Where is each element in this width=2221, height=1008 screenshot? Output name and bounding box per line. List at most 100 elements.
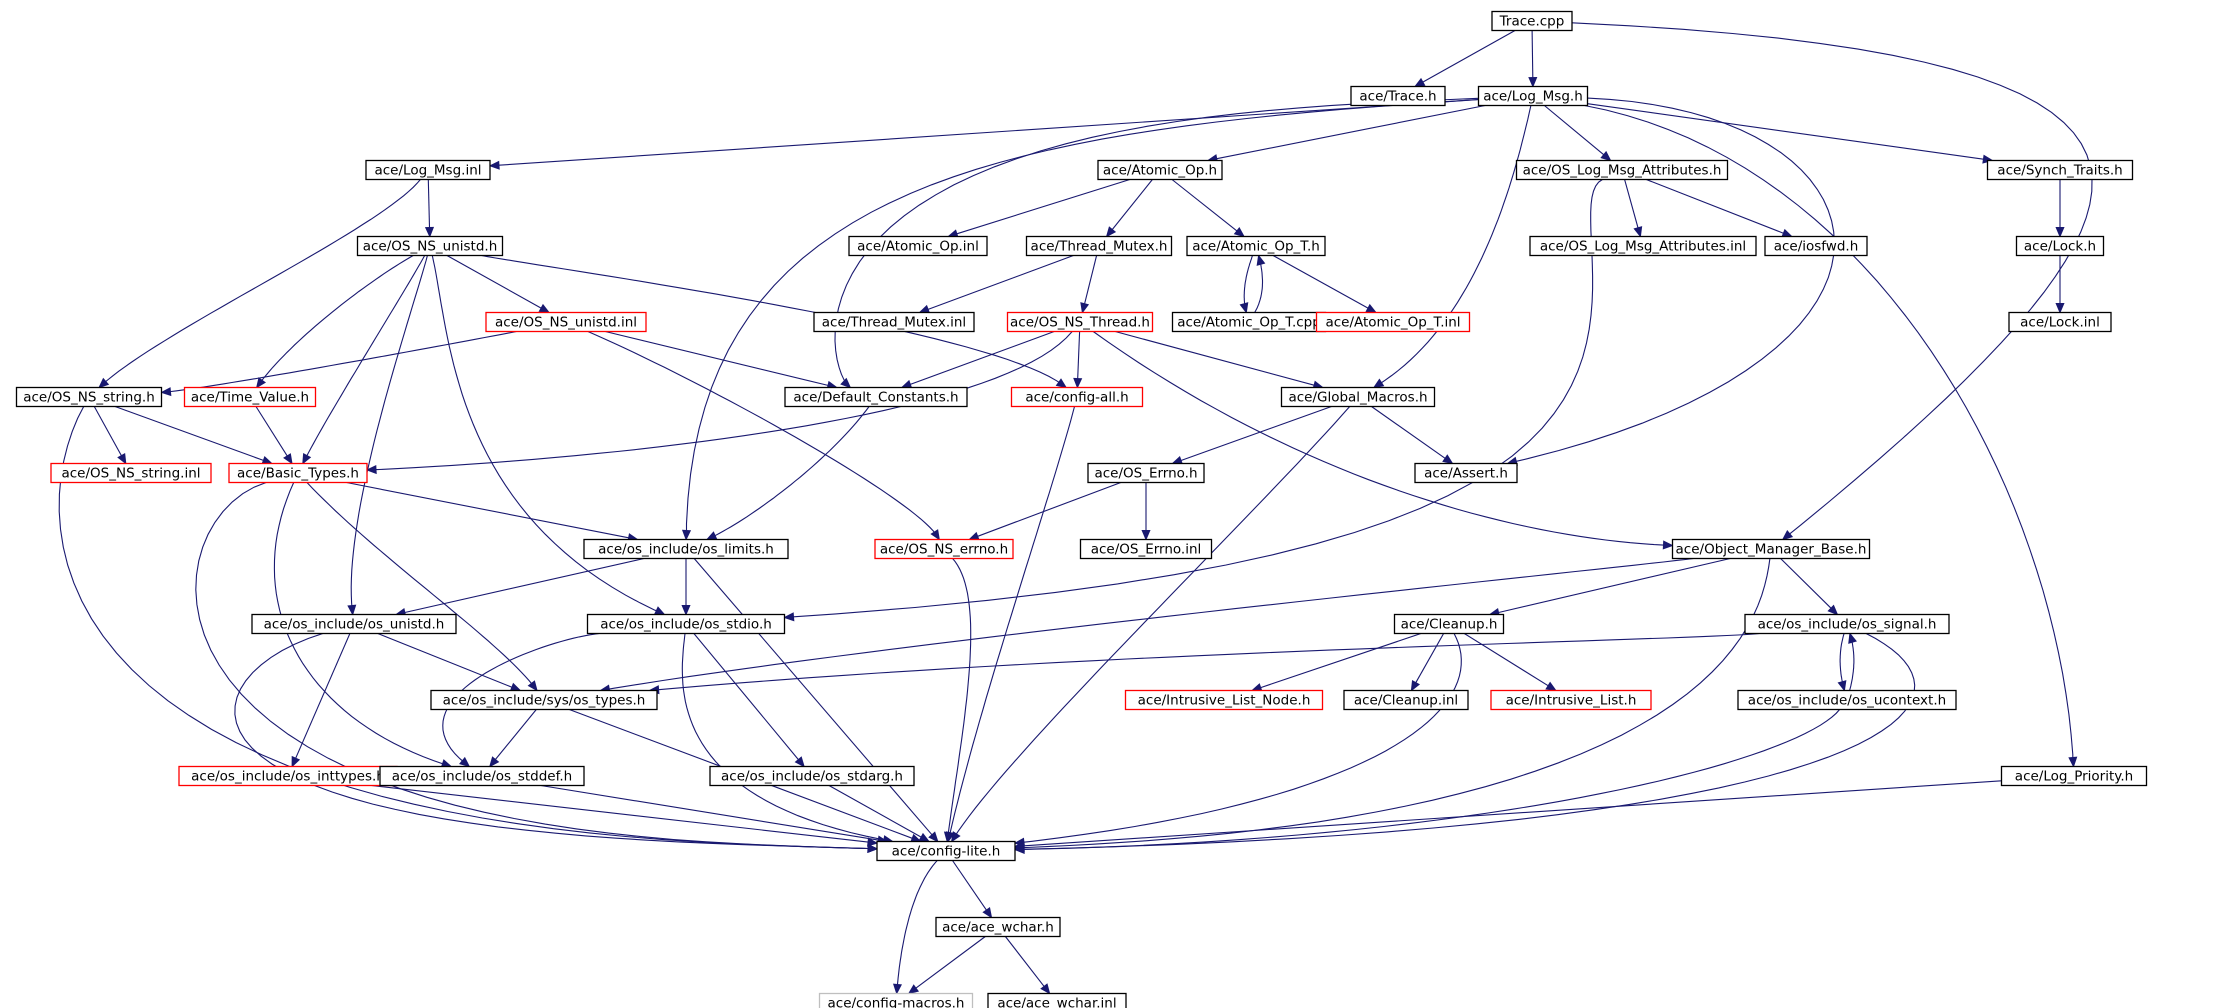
node-ace_wchar_h[interactable]: ace/ace_wchar.h — [935, 916, 1061, 938]
edge-os_stdio_h-to-os_stdarg_h — [693, 633, 805, 768]
edge-log_msg_h-to-log_priority_h — [1584, 104, 2078, 768]
edge-line — [371, 784, 869, 843]
edge-os_ns_string_h-to-os_ns_string_inl — [93, 406, 127, 465]
edge-line — [58, 406, 869, 850]
edge-line — [101, 179, 421, 386]
node-lock_h[interactable]: ace/Lock.h — [2015, 235, 2105, 257]
node-os_ns_thread_h[interactable]: ace/OS_NS_Thread.h — [1006, 311, 1154, 333]
node-label: ace/config-macros.h — [828, 996, 965, 1008]
node-os_stdio_h[interactable]: ace/os_include/os_stdio.h — [586, 613, 786, 635]
node-config_lite_h[interactable]: ace/config-lite.h — [876, 840, 1016, 862]
arrowhead — [840, 377, 852, 389]
edge-line — [1115, 330, 1315, 386]
node-os_ns_string_h[interactable]: ace/OS_NS_string.h — [15, 386, 163, 408]
node-os_log_msg_attr_h[interactable]: ace/OS_Log_Msg_Attributes.h — [1515, 159, 1729, 181]
node-os_ns_unistd_inl[interactable]: ace/OS_NS_unistd.inl — [485, 311, 647, 333]
arrowhead — [2055, 303, 2065, 314]
edge-os_ns_unistd_inl-to-default_constants_h — [605, 330, 838, 390]
node-log_msg_h[interactable]: ace/Log_Msg.h — [1477, 85, 1589, 107]
node-atomic_op_t_h[interactable]: ace/Atomic_Op_T.h — [1186, 235, 1326, 257]
node-label: ace/Thread_Mutex.inl — [822, 315, 966, 331]
edge-atomic_op_h-to-atomic_op_t_h — [1171, 179, 1246, 238]
node-os_stdarg_h[interactable]: ace/os_include/os_stdarg.h — [709, 765, 915, 787]
edge-os_ns_thread_h-to-config_all_h — [1073, 331, 1083, 389]
edge-line — [93, 406, 122, 456]
node-ace_wchar_inl[interactable]: ace/ace_wchar.inl — [987, 992, 1127, 1008]
arrowhead — [1410, 679, 1421, 692]
node-global_macros_h[interactable]: ace/Global_Macros.h — [1280, 386, 1436, 408]
node-os_unistd_h[interactable]: ace/os_include/os_unistd.h — [251, 613, 457, 635]
node-box — [1764, 235, 1868, 257]
node-basic_types_h[interactable]: ace/Basic_Types.h — [228, 462, 368, 484]
node-atomic_op_inl[interactable]: ace/Atomic_Op.inl — [848, 235, 988, 257]
edge-os_ns_unistd_h-to-time_value_h — [255, 255, 414, 389]
arrowhead — [1073, 377, 1083, 389]
node-config_all_h[interactable]: ace/config-all.h — [1010, 386, 1144, 408]
node-box — [379, 765, 585, 787]
edges-layer — [58, 22, 2093, 995]
edge-os_types_h-to-os_stddef_h — [488, 709, 537, 768]
arrowhead — [283, 453, 293, 465]
node-box — [874, 538, 1014, 560]
node-os_types_h[interactable]: ace/os_include/sys/os_types.h — [430, 689, 658, 711]
node-os_inttypes_h[interactable]: ace/os_include/os_inttypes.h — [178, 765, 398, 787]
node-default_constants_h[interactable]: ace/Default_Constants.h — [784, 386, 968, 408]
edge-line — [1646, 178, 1784, 234]
node-os_errno_h[interactable]: ace/OS_Errno.h — [1087, 462, 1205, 484]
edge-line — [1584, 104, 2074, 758]
node-os_ns_errno_h[interactable]: ace/OS_NS_errno.h — [874, 538, 1014, 560]
edge-line — [956, 178, 1130, 235]
node-cleanup_h[interactable]: ace/Cleanup.h — [1393, 613, 1505, 635]
arrowhead — [459, 756, 471, 768]
edge-atomic_op_h-to-atomic_op_inl — [947, 178, 1130, 238]
node-assert_h[interactable]: ace/Assert.h — [1414, 462, 1518, 484]
edge-os_ns_string_h-to-basic_types_h — [114, 405, 274, 465]
edge-cleanup_h-to-intrusive_list_h — [1464, 633, 1557, 692]
node-thread_mutex_inl[interactable]: ace/Thread_Mutex.inl — [813, 311, 975, 333]
node-atomic_op_t_inl[interactable]: ace/Atomic_Op_T.inl — [1315, 311, 1471, 333]
node-atomic_op_h[interactable]: ace/Atomic_Op.h — [1097, 159, 1223, 181]
edge-line — [1077, 331, 1081, 379]
edge-line — [1377, 105, 1532, 386]
arrowhead — [2055, 227, 2065, 238]
node-log_priority_h[interactable]: ace/Log_Priority.h — [2000, 765, 2148, 787]
edge-line — [658, 632, 1760, 691]
node-box — [1343, 689, 1469, 711]
edge-line — [693, 558, 933, 836]
node-intrusive_list_node_h[interactable]: ace/Intrusive_List_Node.h — [1124, 689, 1324, 711]
node-lock_inl[interactable]: ace/Lock.inl — [2008, 311, 2112, 333]
node-thread_mutex_h[interactable]: ace/Thread_Mutex.h — [1025, 235, 1173, 257]
edge-os_log_msg_attr_h-to-os_log_msg_attr_inl — [1624, 179, 1643, 238]
edge-line — [915, 936, 986, 989]
node-os_stddef_h[interactable]: ace/os_include/os_stddef.h — [379, 765, 585, 787]
node-intrusive_list_h[interactable]: ace/Intrusive_List.h — [1490, 689, 1652, 711]
node-synch_traits_h[interactable]: ace/Synch_Traits.h — [1986, 159, 2134, 181]
node-iosfwd_h[interactable]: ace/iosfwd.h — [1764, 235, 1868, 257]
node-log_msg_inl[interactable]: ace/Log_Msg.inl — [365, 159, 491, 181]
node-os_signal_h[interactable]: ace/os_include/os_signal.h — [1744, 613, 1950, 635]
node-os_ns_unistd_h[interactable]: ace/OS_NS_unistd.h — [356, 235, 504, 257]
node-object_manager_base_h[interactable]: ace/Object_Manager_Base.h — [1671, 538, 1871, 560]
edge-os_ns_errno_h-to-config_lite_h — [943, 558, 972, 843]
node-box — [15, 386, 163, 408]
node-os_ns_string_inl[interactable]: ace/OS_NS_string.inl — [50, 462, 212, 484]
node-os_errno_inl[interactable]: ace/OS_Errno.inl — [1079, 538, 1213, 560]
node-trace_h[interactable]: ace/Trace.h — [1350, 85, 1446, 107]
arrowhead — [681, 529, 692, 541]
edge-global_macros_h-to-assert_h — [1371, 406, 1454, 465]
arrowhead — [918, 304, 931, 314]
node-os_limits_h[interactable]: ace/os_include/os_limits.h — [583, 538, 789, 560]
node-time_value_h[interactable]: ace/Time_Value.h — [183, 386, 317, 408]
node-cleanup_inl[interactable]: ace/Cleanup.inl — [1343, 689, 1469, 711]
edge-global_macros_h-to-config_lite_h — [950, 406, 1351, 843]
node-atomic_op_t_cpp[interactable]: ace/Atomic_Op_T.cpp — [1171, 311, 1327, 333]
node-os_log_msg_attr_inl[interactable]: ace/OS_Log_Msg_Attributes.inl — [1529, 235, 1757, 257]
edge-line — [1023, 780, 2002, 847]
edge-atomic_op_t_h-to-atomic_op_t_cpp — [1239, 255, 1254, 314]
node-os_ucontext_h[interactable]: ace/os_include/os_ucontext.h — [1737, 689, 1957, 711]
node-label: ace/config-lite.h — [892, 844, 1001, 860]
edge-cleanup_h-to-cleanup_inl — [1410, 633, 1445, 692]
edge-config_all_h-to-config_lite_h — [945, 406, 1076, 843]
edge-line — [1023, 709, 1841, 850]
arrowhead — [424, 226, 435, 238]
